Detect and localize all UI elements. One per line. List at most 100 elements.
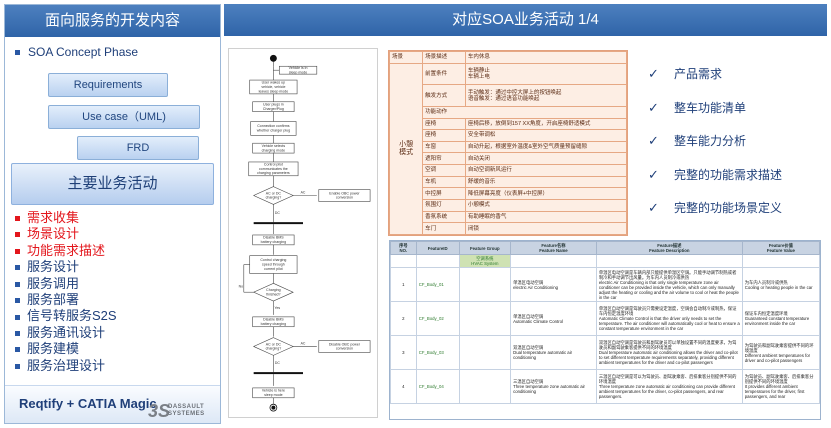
feature-group-cell [415,254,460,268]
activity-item: 场景设计 [15,226,117,242]
requirements-box: Requirements [48,73,168,97]
activity-label: 服务治理设计 [27,357,106,373]
flow-end-icon [271,405,276,410]
frd-box: FRD [77,136,199,160]
checklist-label: 完整的功能需求描述 [674,167,783,182]
scenario-row-key: 座椅 [422,129,466,142]
activity-label: 服务调用 [27,275,80,291]
activity-item: 服务建模 [15,341,117,357]
scenario-row-value: 有助睡眠的香气 [464,210,628,224]
feature-group-cell [390,254,417,268]
bullet-icon [15,216,20,222]
scenario-row-key: 香氛系统 [422,210,466,224]
checklist-item: ✓完整的功能场景定义 [648,200,782,234]
feature-cell [458,267,512,302]
scenario-row-key: 车门 [422,222,466,235]
activity-item: 服务治理设计 [15,358,117,374]
right-panel-title: 对应SOA业务活动 1/4 [224,4,827,36]
bullet-icon [15,50,20,56]
scenario-group-label: 小憩模式 [388,62,424,236]
flow-join-bar [253,372,303,375]
scenario-table: 场景场景描述车内休息小憩模式前置条件车辆静止车辆上电触发方式手动触发：通过中控大… [388,50,628,236]
checklist-label: 整车能力分析 [674,134,747,148]
feature-cell: 双温区自动空调是驾驶员和副驾驶员可以单独设置不同的温度要求，为驾驶员和副驾驶乘客… [595,335,743,370]
flow-edge-label: Yes [275,306,281,310]
checklist: ✓产品需求✓整车功能清单✓整车能力分析✓完整的功能需求描述✓完整的功能场景定义 [648,66,782,234]
scenario-row-value: 闭锁 [464,222,628,235]
activity-label: 场景设计 [27,226,80,242]
scenario-row-value: 车辆静止车辆上电 [464,62,628,86]
checklist-label: 整车功能清单 [674,100,747,115]
bullet-icon [15,363,20,369]
feature-cell: 单温区电动空调是车辆内部只能提供单温区空调。只能手动调节制热或者制冷和手动调节出… [595,267,743,302]
dassault-logo: 3S DASSAULT SYSTEMES [148,402,212,422]
scenario-grid: 场景场景描述车内休息小憩模式前置条件车辆静止车辆上电触发方式手动触发：通过中控大… [388,51,628,236]
scenario-row-value: 安全带调松 [464,129,628,142]
flow-join-bar [253,222,303,225]
flow-decision [252,282,294,302]
scenario-group-text: 小憩模式 [399,140,414,156]
flow-step [318,189,371,202]
scenario-section-label: 场景 [388,51,424,64]
feature-cell: CF_Body_02 [415,301,460,336]
scenario-row-value: 手动触发：通过中控大屏上的按钮唤起语音触发：通过语音功能唤起 [464,84,628,107]
flow-edge-label: AC [301,341,306,345]
concept-phase: SOA Concept Phase [5,37,220,59]
feature-group-cell [741,254,821,268]
activity-item: 服务调用 [15,276,117,292]
feature-cell [458,369,512,404]
logo-text-1: DASSAULT [168,404,205,410]
scenario-row-key: 遮阳帘 [422,152,466,166]
scenario-row-key: 车窗 [422,140,466,154]
feature-cell: 4 [390,369,417,404]
scenario-row-key: 触发方式 [422,84,466,107]
checklist-item: ✓产品需求 [648,66,782,100]
checklist-item: ✓整车功能清单 [648,100,782,134]
checklist-label: 完整的功能场景定义 [674,201,783,215]
scenario-value-label: 场景描述 [422,51,466,64]
feature-cell: CF_Body_04 [415,369,460,404]
bullet-icon [15,298,20,304]
scenario-row-key: 座椅 [422,117,466,131]
left-panel: 面向服务的开发内容 SOA Concept Phase Requirements… [4,4,221,424]
scenario-row-value: 座椅后移，放倒到157 XX角度，开启座椅舒适模式 [464,117,628,131]
feature-cell: CF_Body_01 [415,267,460,302]
scenario-row-key: 中控屏 [422,187,466,201]
feature-cell: 3 [390,335,417,370]
scenario-row-value: 降低屏幕亮度（仪表屏+中控屏） [464,187,628,201]
concept-phase-label: SOA Concept Phase [28,45,139,59]
check-icon: ✓ [648,133,659,148]
activities-title: 主要业务活动 [11,163,214,205]
feature-cell: CF_Body_03 [415,335,460,370]
activity-item: 服务部署 [15,292,117,308]
check-icon: ✓ [648,66,659,81]
scenario-row-value: 自动升起，根据室外温度&室外空气质量预留缝隙 [464,140,628,154]
activity-item: 功能需求描述 [15,243,117,259]
bullet-icon [15,347,20,353]
flow-edge-label: DC [275,211,280,215]
flow-step [249,79,298,95]
scenario-row-value: 小憩模式 [464,199,628,212]
feature-header: Feature Group [458,241,512,255]
bullet-icon [15,265,20,271]
flow-edge-label: No [239,284,243,288]
